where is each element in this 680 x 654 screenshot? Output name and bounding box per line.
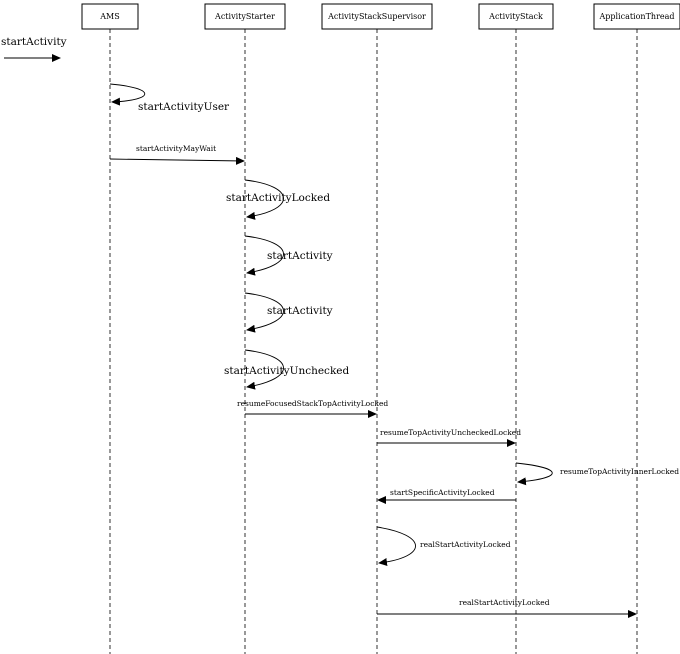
- message-start-activity-unchecked-label: startActivityUnchecked: [224, 365, 350, 377]
- lifeline-ams-label: AMS: [99, 12, 119, 21]
- message-start-activity-locked-label: startActivityLocked: [226, 192, 330, 204]
- message-resume-top-activity-inner-locked-label: resumeTopActivityInnerLocked: [560, 467, 679, 476]
- message-start-activity-second-arrow: [244, 292, 284, 333]
- message-start-activity-first-arrow: [244, 235, 284, 276]
- lifeline-activity-stack-label: ActivityStack: [488, 12, 543, 21]
- message-start-activity-unchecked: startActivityUnchecked: [224, 349, 350, 390]
- lifeline-activity-stack-supervisor-label: ActivityStackSupervisor: [327, 12, 426, 21]
- entry-message-label: startActivity: [1, 36, 67, 48]
- message-start-specific-activity-locked-label: startSpecificActivityLocked: [390, 488, 495, 497]
- message-real-start-activity-locked: realStartActivityLocked: [377, 598, 637, 618]
- message-resume-focused-stack-top-activity-locked: resumeFocusedStackTopActivityLocked: [237, 399, 388, 418]
- lifeline-activity-starter-label: ActivityStarter: [214, 12, 275, 21]
- message-start-activity-may-wait: startActivityMayWait: [109, 144, 245, 165]
- lifeline-ams: AMS: [81, 3, 139, 654]
- message-start-activity-locked-arrow: [244, 179, 284, 220]
- message-real-start-activity-locked-self-arrow: [376, 526, 416, 566]
- lifeline-application-thread: ApplicationThread: [593, 3, 680, 654]
- entry-message: startActivity: [1, 36, 67, 62]
- message-start-activity-first: startActivity: [244, 235, 333, 276]
- lifeline-activity-starter: ActivityStarter: [204, 3, 286, 654]
- lifeline-activity-stack-box: ActivityStack: [478, 3, 554, 30]
- message-start-activity-user-label: startActivityUser: [138, 101, 230, 113]
- message-start-activity-may-wait-arrow: [109, 156, 245, 165]
- message-real-start-activity-locked-label: realStartActivityLocked: [459, 598, 550, 607]
- message-real-start-activity-locked-self-label: realStartActivityLocked: [420, 540, 511, 549]
- lifeline-activity-stack: ActivityStack: [478, 3, 554, 654]
- message-start-activity-locked: startActivityLocked: [226, 179, 330, 220]
- message-resume-top-activity-unchecked-locked-label: resumeTopActivityUncheckedLocked: [380, 428, 521, 437]
- message-start-activity-second: startActivity: [244, 292, 333, 333]
- message-start-activity-user: startActivityUser: [109, 83, 230, 113]
- message-resume-top-activity-inner-locked-arrow: [515, 462, 553, 486]
- message-resume-top-activity-inner-locked: resumeTopActivityInnerLocked: [515, 462, 679, 486]
- lifeline-activity-starter-box: ActivityStarter: [204, 3, 286, 30]
- message-start-specific-activity-locked: startSpecificActivityLocked: [377, 488, 516, 504]
- message-start-activity-may-wait-label: startActivityMayWait: [136, 144, 216, 153]
- message-start-activity-unchecked-arrow: [244, 349, 284, 390]
- lifeline-application-thread-box: ApplicationThread: [593, 3, 680, 30]
- message-start-activity-second-label: startActivity: [267, 305, 333, 317]
- message-start-activity-first-label: startActivity: [267, 250, 333, 262]
- lifeline-activity-stack-supervisor-box: ActivityStackSupervisor: [321, 3, 433, 30]
- lifeline-ams-box: AMS: [81, 3, 139, 30]
- lifeline-activity-stack-supervisor: ActivityStackSupervisor: [321, 3, 433, 654]
- message-resume-top-activity-unchecked-locked: resumeTopActivityUncheckedLocked: [377, 428, 521, 447]
- message-resume-focused-stack-top-activity-locked-label: resumeFocusedStackTopActivityLocked: [237, 399, 388, 408]
- message-start-activity-user-arrow: [109, 83, 145, 106]
- lifeline-application-thread-label: ApplicationThread: [598, 12, 674, 21]
- message-real-start-activity-locked-self: realStartActivityLocked: [376, 526, 511, 566]
